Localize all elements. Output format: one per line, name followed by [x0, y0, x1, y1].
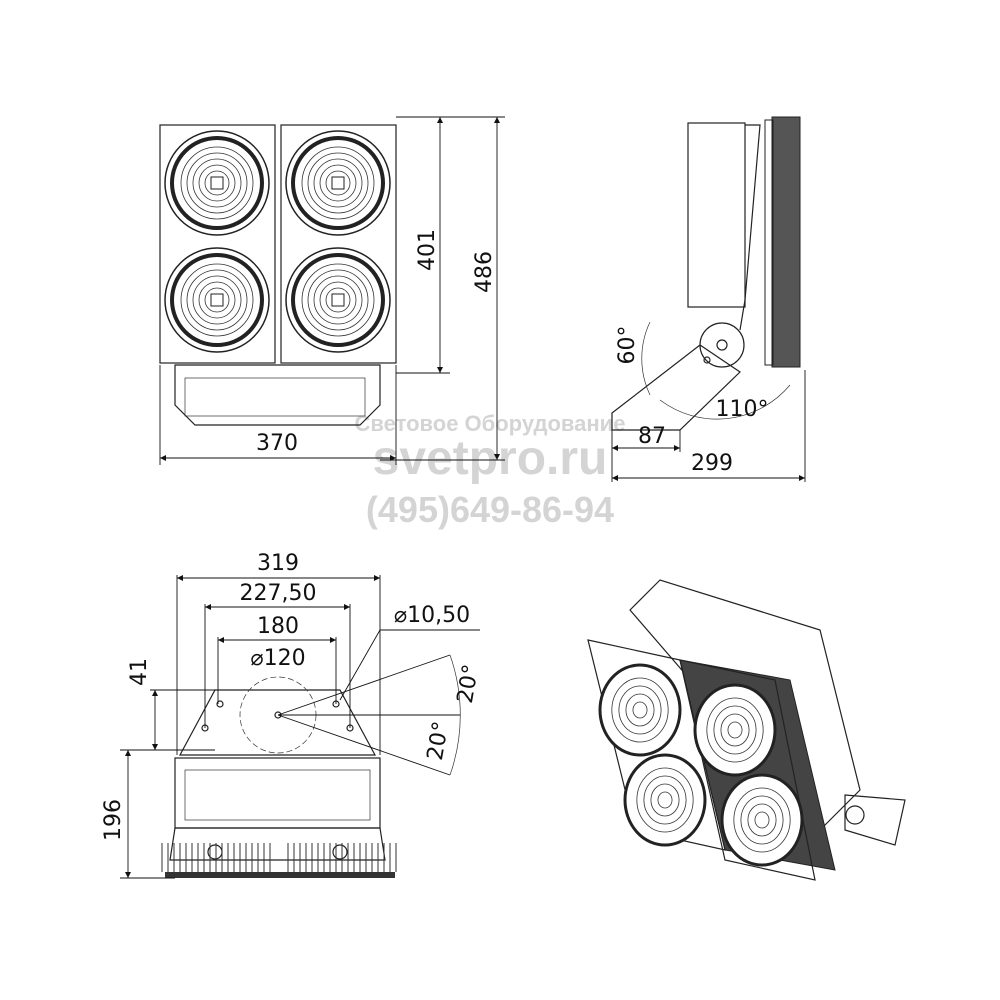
heatsink-fins [161, 843, 397, 878]
dim-299: 299 [691, 451, 733, 476]
lamp [285, 247, 391, 353]
dim-319: 319 [257, 551, 299, 576]
dim-20-deg-lower: 20° [423, 719, 454, 762]
side-view: 60° 110° 87 299 [611, 116, 806, 482]
dim-87: 87 [638, 424, 666, 449]
lamp [693, 683, 777, 777]
dim-227-50: 227,50 [240, 581, 317, 606]
lamp [598, 663, 682, 757]
dim-486: 486 [472, 251, 497, 293]
dim-180: 180 [257, 614, 299, 639]
dim-401: 401 [415, 229, 440, 271]
watermark-site: svetpro.ru [373, 432, 608, 485]
watermark: Световое Оборудование svetpro.ru (495)64… [355, 411, 626, 530]
dim-110-deg: 110° [716, 397, 769, 422]
lamp [164, 247, 270, 353]
dim-370: 370 [256, 431, 298, 456]
isometric-lamps [598, 663, 804, 867]
watermark-company: Световое Оборудование [355, 411, 626, 436]
bottom-view: 319 227,50 180 ⌀120 ⌀10,50 41 196 20° 20… [101, 551, 484, 879]
watermark-phone: (495)649-86-94 [366, 489, 614, 530]
lamp [623, 753, 707, 847]
front-view: 401 486 370 [159, 116, 505, 465]
dim-20-deg-upper: 20° [453, 662, 484, 705]
dim-diameter-10-50: ⌀10,50 [394, 603, 470, 628]
lamp [164, 130, 270, 236]
lamp [285, 130, 391, 236]
dim-60-deg: 60° [615, 326, 640, 365]
lamp [720, 773, 804, 867]
dim-diameter-120: ⌀120 [250, 646, 305, 671]
dim-41: 41 [127, 658, 152, 686]
isometric-view [587, 579, 906, 881]
front-lamps [164, 130, 391, 353]
dim-196: 196 [101, 799, 126, 841]
